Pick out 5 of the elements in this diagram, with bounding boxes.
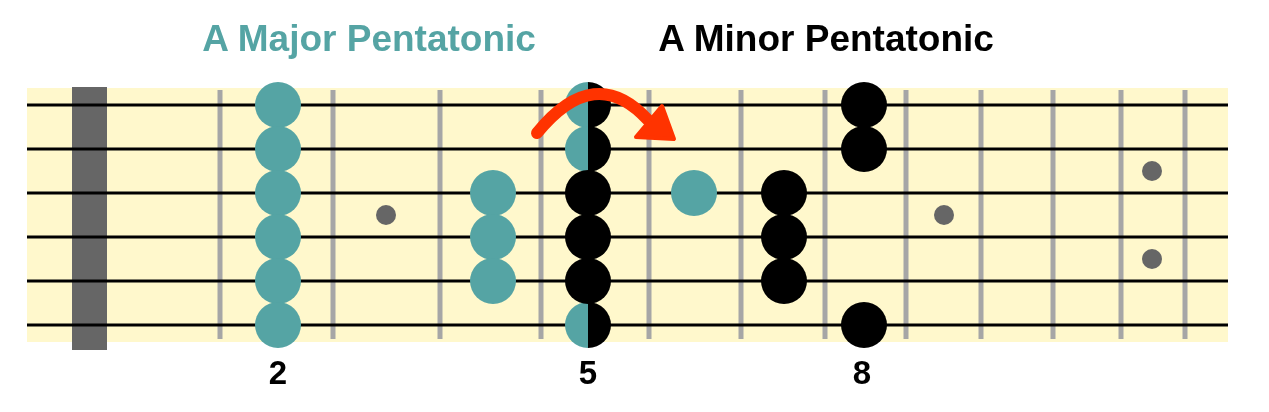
scale-title: A Major Pentatonic <box>202 19 536 57</box>
fret-number: 2 <box>268 355 288 389</box>
scale-title: A Minor Pentatonic <box>658 19 994 57</box>
fret-number: 5 <box>578 355 598 389</box>
fret-number: 8 <box>852 355 872 389</box>
